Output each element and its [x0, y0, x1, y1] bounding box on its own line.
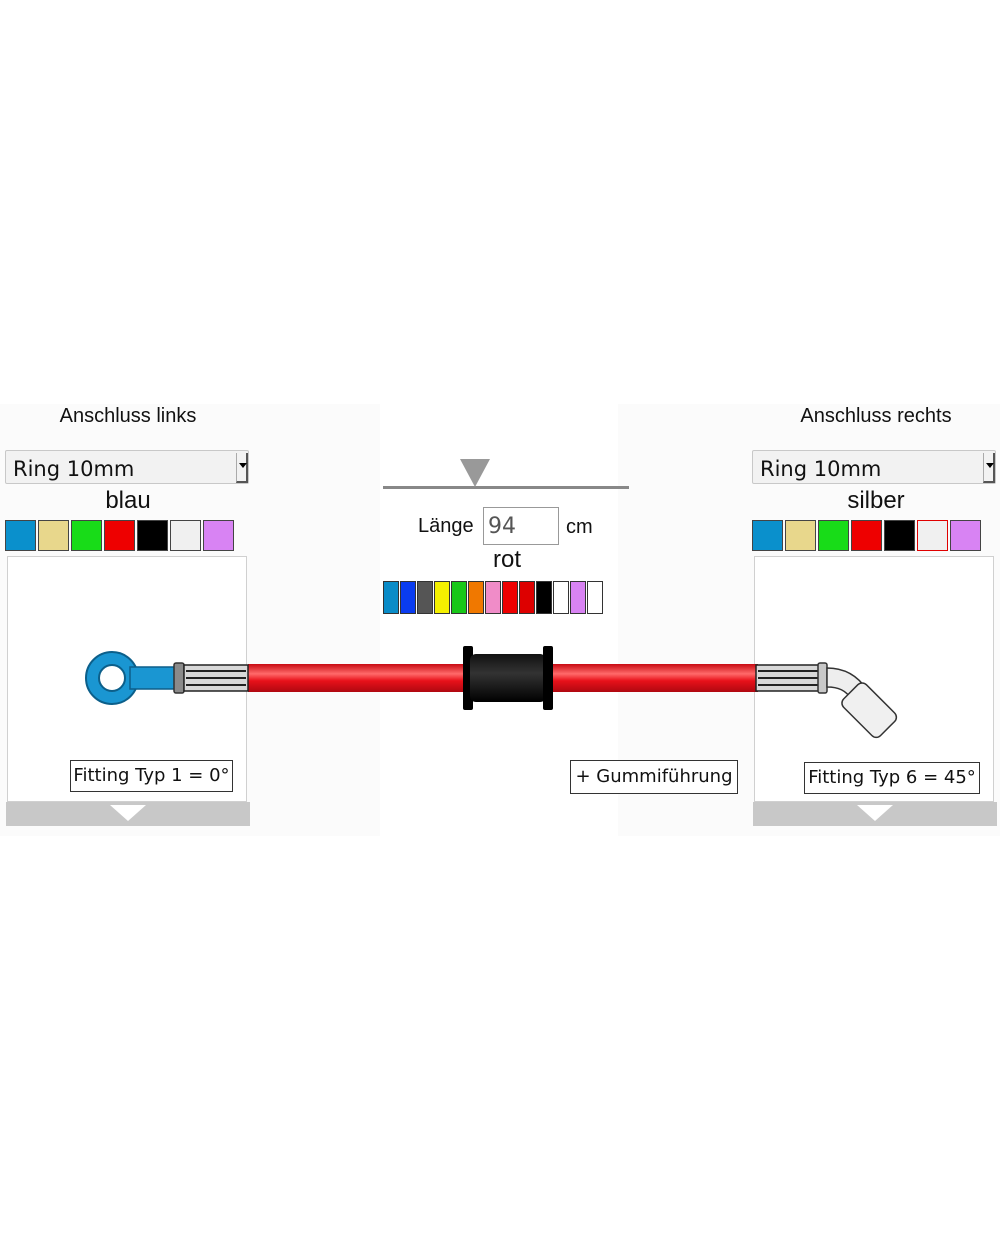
hose-color-swatch[interactable]	[417, 581, 433, 614]
hose-color-swatch[interactable]	[383, 581, 399, 614]
hose-color-swatch[interactable]	[485, 581, 501, 614]
dropdown-arrow-icon[interactable]	[983, 453, 995, 483]
right-color-swatch[interactable]	[851, 520, 882, 551]
hose-color-swatch[interactable]	[468, 581, 484, 614]
left-fitting-type-label[interactable]: Fitting Typ 1 = 0°	[70, 760, 233, 792]
hose-color-swatch[interactable]	[519, 581, 535, 614]
right-panel-title: Anschluss rechts	[800, 405, 952, 427]
right-color-swatch[interactable]	[818, 520, 849, 551]
left-color-swatches	[5, 520, 234, 551]
left-color-swatch[interactable]	[5, 520, 36, 551]
dropdown-arrow-icon[interactable]	[236, 453, 248, 483]
left-color-swatch[interactable]	[104, 520, 135, 551]
length-slider-handle[interactable]	[460, 459, 490, 487]
left-expand-button[interactable]	[6, 802, 250, 826]
left-panel-title: Anschluss links	[59, 405, 197, 427]
rubber-sleeve	[463, 646, 553, 710]
hose-color-swatch[interactable]	[434, 581, 450, 614]
left-color-swatch[interactable]	[137, 520, 168, 551]
right-connector-select-value: Ring 10mm	[760, 457, 882, 481]
right-color-label: silber	[847, 487, 905, 514]
left-color-swatch[interactable]	[203, 520, 234, 551]
hose-color-swatch[interactable]	[536, 581, 552, 614]
right-color-swatches	[752, 520, 981, 551]
length-input[interactable]	[483, 507, 559, 545]
add-rubber-guide-button[interactable]: + Gummiführung	[570, 760, 738, 794]
left-color-swatch[interactable]	[71, 520, 102, 551]
right-color-swatch[interactable]	[884, 520, 915, 551]
right-color-swatch[interactable]	[917, 520, 948, 551]
right-color-swatch[interactable]	[785, 520, 816, 551]
right-expand-button[interactable]	[753, 802, 997, 826]
hose-color-swatches	[383, 581, 603, 614]
hose-color-swatch[interactable]	[570, 581, 586, 614]
hose-color-swatch[interactable]	[400, 581, 416, 614]
length-unit: cm	[566, 516, 593, 538]
left-color-swatch[interactable]	[170, 520, 201, 551]
right-color-swatch[interactable]	[752, 520, 783, 551]
right-connector-select[interactable]: Ring 10mm	[752, 450, 996, 484]
length-label: Länge	[418, 515, 474, 537]
left-color-swatch[interactable]	[38, 520, 69, 551]
right-color-swatch[interactable]	[950, 520, 981, 551]
hose-color-label: rot	[492, 546, 521, 573]
left-connector-select-value: Ring 10mm	[13, 457, 135, 481]
left-color-label: blau	[105, 487, 151, 514]
hose-color-swatch[interactable]	[502, 581, 518, 614]
left-connector-select[interactable]: Ring 10mm	[5, 450, 249, 484]
hose-color-swatch[interactable]	[553, 581, 569, 614]
hose-color-swatch[interactable]	[451, 581, 467, 614]
hose-configurator: Anschluss links Ring 10mm blau Fitting T…	[0, 404, 1000, 836]
length-slider-track[interactable]	[383, 486, 629, 489]
hose-color-swatch[interactable]	[587, 581, 603, 614]
right-fitting-type-label[interactable]: Fitting Typ 6 = 45°	[804, 762, 980, 794]
